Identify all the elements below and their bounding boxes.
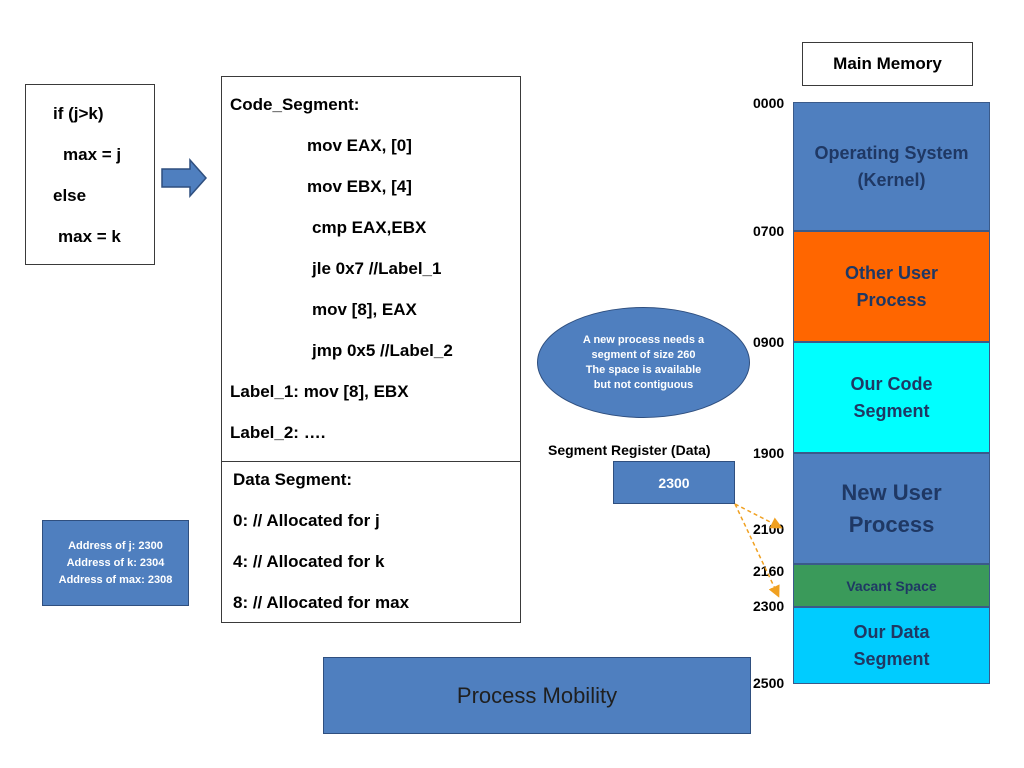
segment-divider	[222, 461, 520, 462]
dashed-arrow-to-2300	[734, 503, 780, 598]
data-line: 8: // Allocated for max	[233, 593, 410, 612]
code-segment-header: Code_Segment:	[230, 95, 360, 114]
note-line: The space is available	[585, 363, 702, 376]
address-label: 0900	[753, 334, 785, 350]
data-segment-header: Data Segment:	[233, 470, 353, 489]
block-label: Other User	[844, 262, 939, 283]
pseudocode-line: max = j	[63, 145, 122, 164]
address-label: 0700	[753, 223, 785, 239]
address-label: 2300	[753, 598, 785, 614]
block-label: Segment	[853, 400, 930, 421]
pseudocode-line: if (j>k)	[53, 104, 104, 123]
code-line: mov EBX, [4]	[307, 177, 412, 196]
block-label: (Kernel)	[857, 169, 926, 190]
pseudocode-box: if (j>k) max = j else max = k	[25, 84, 155, 265]
address-label: 1900	[753, 445, 785, 461]
segment-listing-box: Code_Segment: mov EAX, [0] mov EBX, [4] …	[221, 76, 521, 623]
code-line: Label_2: ….	[230, 423, 326, 442]
segment-register-value: 2300	[613, 461, 735, 504]
diagram-title: Process Mobility	[323, 657, 751, 734]
note-line: but not contiguous	[593, 378, 694, 391]
address-label: 0000	[753, 95, 785, 111]
code-line: jle 0x7 //Label_1	[312, 259, 442, 278]
address-note-line: Address of k: 2304	[66, 556, 165, 569]
dashed-arrow-to-2100	[734, 503, 783, 529]
segment-register-label: Segment Register (Data)	[548, 442, 711, 458]
note-line: segment of size 260	[591, 348, 696, 361]
dashed-pointer-arrows	[734, 503, 783, 598]
code-line: mov [8], EAX	[312, 300, 417, 319]
address-label: 2500	[753, 675, 785, 691]
note-line: A new process needs a	[582, 333, 705, 346]
code-line: Label_1: mov [8], EBX	[230, 382, 409, 401]
block-label: Segment	[853, 648, 930, 669]
code-line: jmp 0x5 //Label_2	[312, 341, 453, 360]
block-label: Our Code	[850, 373, 933, 394]
block-label: Process	[848, 511, 935, 537]
block-label: New User	[841, 479, 942, 505]
address-note-box: Address of j: 2300 Address of k: 2304 Ad…	[42, 520, 189, 606]
block-label: Vacant Space	[846, 577, 937, 594]
memory-block-os: Operating System (Kernel)	[793, 102, 990, 231]
main-memory-title: Main Memory	[802, 42, 973, 86]
address-note-line: Address of max: 2308	[58, 573, 173, 586]
address-note-line: Address of j: 2300	[68, 539, 163, 552]
right-arrow-icon	[161, 158, 208, 198]
data-line: 4: // Allocated for k	[233, 552, 385, 571]
pseudocode-line: max = k	[58, 227, 121, 246]
address-label: 2160	[753, 563, 785, 579]
space-note-ellipse: A new process needs a segment of size 26…	[537, 307, 750, 418]
pseudocode-line: else	[53, 186, 87, 205]
data-line: 0: // Allocated for j	[233, 511, 380, 530]
block-label: Operating System	[814, 142, 969, 163]
block-label: Process	[856, 289, 927, 310]
block-label: Our Data	[853, 621, 930, 642]
code-line: mov EAX, [0]	[307, 136, 412, 155]
memory-block-vacant-space: Vacant Space	[793, 564, 990, 607]
code-line: cmp EAX,EBX	[312, 218, 427, 237]
